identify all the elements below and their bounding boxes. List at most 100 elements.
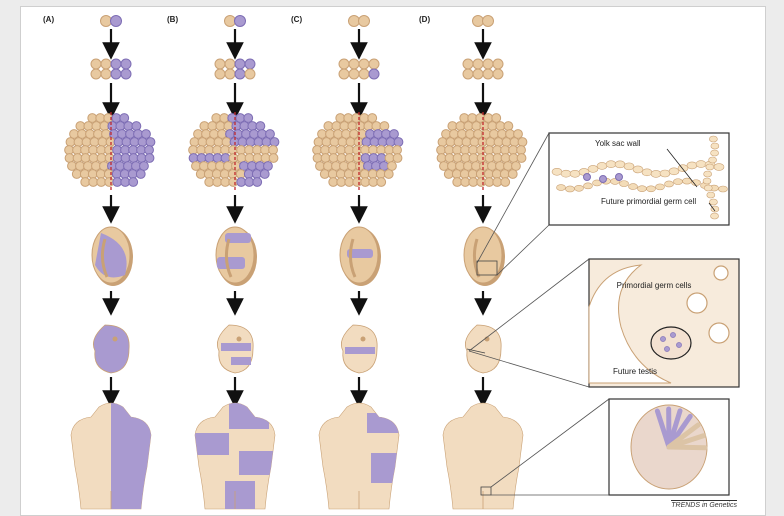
morula-cell: [329, 154, 338, 163]
tissue-cell: [711, 213, 719, 219]
embryo-cell: [359, 59, 369, 69]
morula-cell: [458, 130, 467, 139]
morula-cell: [112, 170, 121, 179]
morula-cell: [221, 154, 230, 163]
embryo-cell: [245, 69, 255, 79]
tissue-cell: [606, 161, 616, 168]
morula-cell: [116, 122, 125, 131]
morula-cell: [437, 146, 446, 155]
morula-cell: [213, 178, 222, 187]
morula-cell: [321, 146, 330, 155]
tissue-cell: [709, 136, 717, 142]
morula-cell: [196, 170, 205, 179]
morula-cell: [108, 122, 117, 131]
morula-cell: [198, 138, 207, 147]
morula-cell: [245, 178, 254, 187]
morula-cell: [368, 170, 377, 179]
panel-label-a: (A): [43, 15, 54, 24]
blastomere: [225, 16, 236, 27]
embryo-cell: [483, 69, 493, 79]
morula-cell: [129, 154, 138, 163]
morula-cell: [340, 122, 349, 131]
morula-cell: [337, 178, 346, 187]
morula-cell: [262, 138, 271, 147]
morula-cell: [222, 138, 231, 147]
embryo-cell: [111, 59, 121, 69]
tissue-cell: [678, 165, 688, 172]
morula-cell: [508, 170, 517, 179]
morula-cell: [480, 122, 489, 131]
morula-cell: [380, 122, 389, 131]
morula-cell: [97, 178, 106, 187]
morula-cell: [324, 162, 333, 171]
morula-cell: [484, 170, 493, 179]
morula-cell: [205, 154, 214, 163]
morula-cell: [445, 154, 454, 163]
morula-cell: [329, 178, 338, 187]
morula-cell: [98, 138, 107, 147]
morula-cell: [216, 162, 225, 171]
germ-cell: [584, 174, 591, 181]
tissue-cell: [660, 170, 670, 177]
morula-cell: [237, 178, 246, 187]
tissue-cell: [665, 181, 674, 187]
embryo-purple-patch: [217, 257, 245, 269]
morula-cell: [130, 138, 139, 147]
morula: [189, 114, 279, 187]
germ-cell: [660, 336, 665, 341]
morula-cell: [65, 146, 74, 155]
morula-cell: [72, 170, 81, 179]
blastomere: [483, 16, 494, 27]
morula-cell: [329, 146, 338, 155]
morula-cell: [260, 170, 269, 179]
morula-cell: [337, 154, 346, 163]
morula-cell: [88, 114, 97, 123]
seminiferous-tubule: [669, 447, 705, 448]
morula-cell: [348, 122, 357, 131]
blastomere: [111, 16, 122, 27]
morula-cell: [253, 178, 262, 187]
morula-cell: [105, 146, 114, 155]
morula-cell: [121, 178, 130, 187]
morula-cell: [394, 138, 403, 147]
morula-cell: [504, 122, 513, 131]
blastomere: [235, 16, 246, 27]
morula-cell: [361, 146, 370, 155]
fetus-eye: [113, 337, 118, 342]
morula-cell: [393, 154, 402, 163]
morula-cell: [350, 130, 359, 139]
morula-cell: [129, 146, 138, 155]
morula-cell: [92, 122, 101, 131]
morula-cell: [456, 122, 465, 131]
torso-purple-patch: [367, 413, 403, 433]
morula-cell: [313, 154, 322, 163]
morula-cell: [494, 138, 503, 147]
morula-cell: [108, 162, 117, 171]
morula-cell: [70, 130, 79, 139]
tissue-cell: [597, 162, 607, 169]
morula-cell: [369, 146, 378, 155]
panel-label-b: (B): [167, 15, 178, 24]
tissue-cell: [696, 161, 706, 168]
morula-cell: [229, 154, 238, 163]
morula-cell: [356, 162, 365, 171]
morula-cell: [445, 146, 454, 155]
morula-cell: [352, 170, 361, 179]
morula-cell: [76, 162, 85, 171]
embryo-cell: [121, 69, 131, 79]
morula-cell: [470, 138, 479, 147]
morula-cell: [345, 146, 354, 155]
tissue-cell: [709, 157, 717, 163]
embryo-cell: [101, 59, 111, 69]
morula-cell: [316, 162, 325, 171]
morula-cell: [138, 138, 147, 147]
morula-cell: [113, 154, 122, 163]
morula-cell: [493, 146, 502, 155]
future-testis-label: Future testis: [613, 367, 657, 376]
embryo-cell: [493, 59, 503, 69]
morula-cell: [517, 146, 526, 155]
morula-cell: [336, 170, 345, 179]
morula-cell: [485, 178, 494, 187]
tissue-cell: [692, 180, 701, 186]
morula-cell: [221, 146, 230, 155]
